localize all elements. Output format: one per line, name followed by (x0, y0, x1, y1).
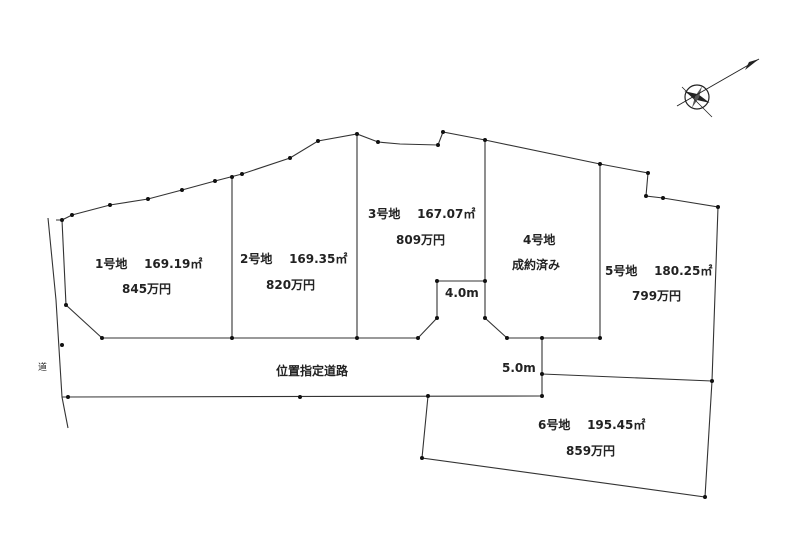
lot-area: 180.25㎡ (654, 264, 713, 278)
lot-5-price: 799万円 (632, 289, 682, 303)
lot-3-label: 3号地 167.07㎡ (368, 205, 475, 222)
lot-1-label: 1号地 169.19㎡ (95, 255, 202, 272)
road-label: 位置指定道路 (276, 364, 349, 378)
site-boundary (47, 131, 719, 498)
north-boundary (61, 131, 719, 498)
compass-north-arrow-icon (676, 58, 760, 118)
lot-6-label: 6号地 195.45㎡ (538, 416, 645, 433)
lot-2-label: 2号地 169.35㎡ (240, 250, 347, 267)
road-width-entry: 4.0m (445, 286, 479, 300)
lot-2-price: 820万円 (266, 278, 316, 292)
lot-area: 169.35㎡ (289, 252, 348, 266)
side-road-label: 道 (38, 363, 48, 373)
lot-name: 6号地 (538, 418, 571, 432)
lot-1-price: 845万円 (122, 282, 172, 296)
lot-divider-5-6 (541, 373, 713, 382)
survey-points (60, 130, 720, 499)
lot-name: 1号地 (95, 257, 128, 271)
lot-name: 2号地 (240, 252, 273, 266)
lot-name: 3号地 (368, 207, 401, 221)
road-south-edge (61, 395, 543, 398)
lot-4-label: 4号地 (523, 233, 556, 247)
road-width-main: 5.0m (502, 361, 536, 375)
lot-5-label: 5号地 180.25㎡ (605, 262, 712, 279)
west-road-edge (47, 217, 69, 429)
lot-name: 5号地 (605, 264, 638, 278)
lot-3-price: 809万円 (396, 233, 446, 247)
lot-area: 167.07㎡ (417, 207, 476, 221)
lot-area: 169.19㎡ (144, 257, 203, 271)
west-boundary (56, 219, 600, 339)
lot-6-price: 859万円 (566, 444, 616, 458)
lot-4-status: 成約済み (512, 258, 561, 272)
lot-area: 195.45㎡ (587, 418, 646, 432)
